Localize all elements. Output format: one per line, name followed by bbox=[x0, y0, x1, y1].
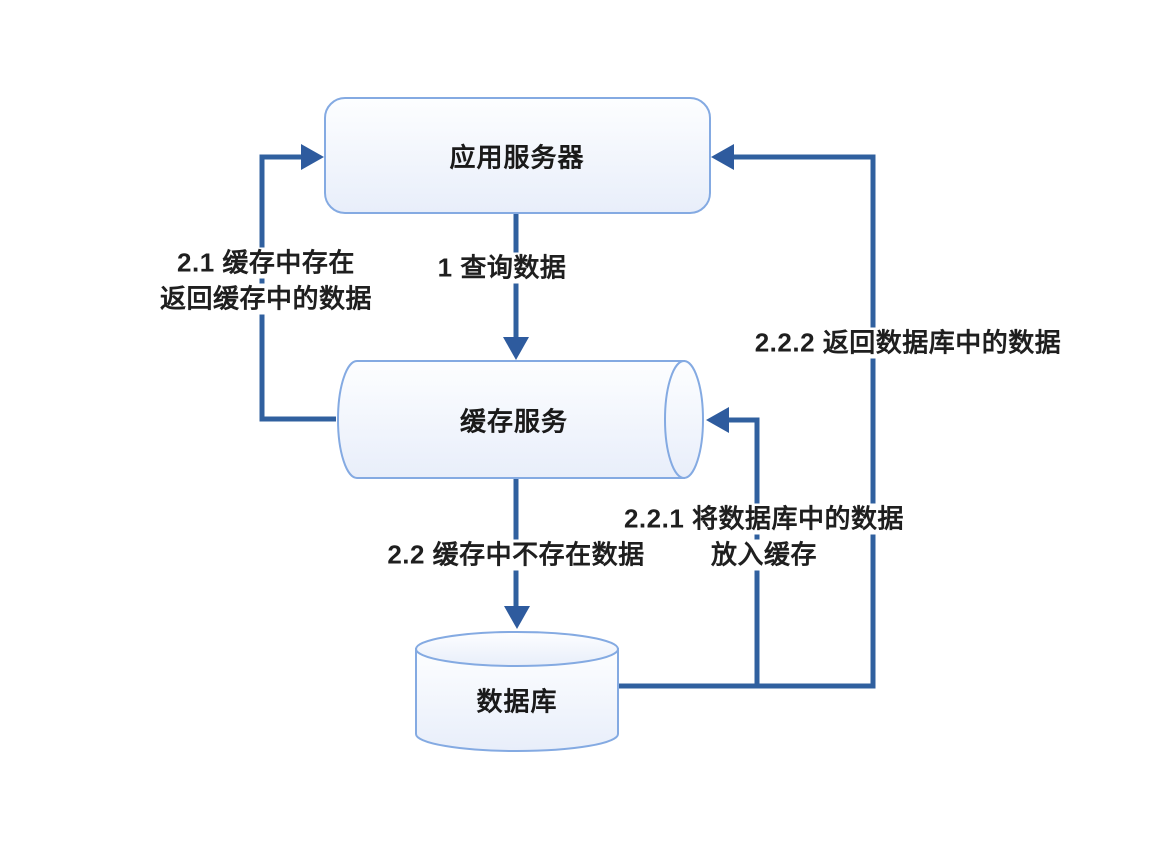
node-database-label: 数据库 bbox=[476, 686, 558, 717]
edge-return-db-data-label: 2.2.2 返回数据库中的数据 bbox=[749, 327, 1067, 359]
edge-label-line: 1 查询数据 bbox=[432, 252, 572, 284]
node-cache-service-label: 缓存服务 bbox=[459, 406, 569, 437]
edge-cache-hit-label: 2.1 缓存中存在 返回缓存中的数据 bbox=[154, 247, 378, 315]
edge-put-into-cache-connector bbox=[726, 417, 760, 686]
edge-label-line: 放入缓存 bbox=[705, 539, 822, 571]
edge-put-into-cache-arrowhead bbox=[706, 407, 729, 433]
app-server-shape bbox=[324, 97, 711, 214]
edge-label-line: 返回缓存中的数据 bbox=[154, 283, 378, 315]
edge-query-data-label: 1 查询数据 bbox=[432, 252, 572, 284]
cache-cylinder-body bbox=[337, 360, 685, 479]
database-cylinder-top bbox=[415, 631, 619, 667]
edge-query-data-arrowhead bbox=[503, 337, 529, 360]
edge-label-line: 2.2 缓存中不存在数据 bbox=[382, 539, 650, 571]
edge-cache-miss-arrowhead bbox=[504, 606, 530, 629]
edge-label-line: 2.2.1 将数据库中的数据 bbox=[618, 503, 910, 535]
edge-return-db-data-arrowhead bbox=[711, 144, 734, 170]
node-app-server-label: 应用服务器 bbox=[449, 142, 585, 173]
cache-cylinder-end bbox=[664, 360, 704, 479]
edge-return-db-data-connector bbox=[618, 154, 876, 689]
edge-label-line: 2.1 缓存中存在 bbox=[172, 247, 360, 279]
edge-cache-miss-label: 2.2 缓存中不存在数据 bbox=[382, 539, 650, 571]
edge-label-line: 2.2.2 返回数据库中的数据 bbox=[749, 327, 1067, 359]
edge-cache-hit-arrowhead bbox=[301, 144, 324, 170]
database-cylinder-body bbox=[415, 648, 619, 752]
edge-put-into-cache-label: 2.2.1 将数据库中的数据 放入缓存 bbox=[618, 503, 910, 571]
